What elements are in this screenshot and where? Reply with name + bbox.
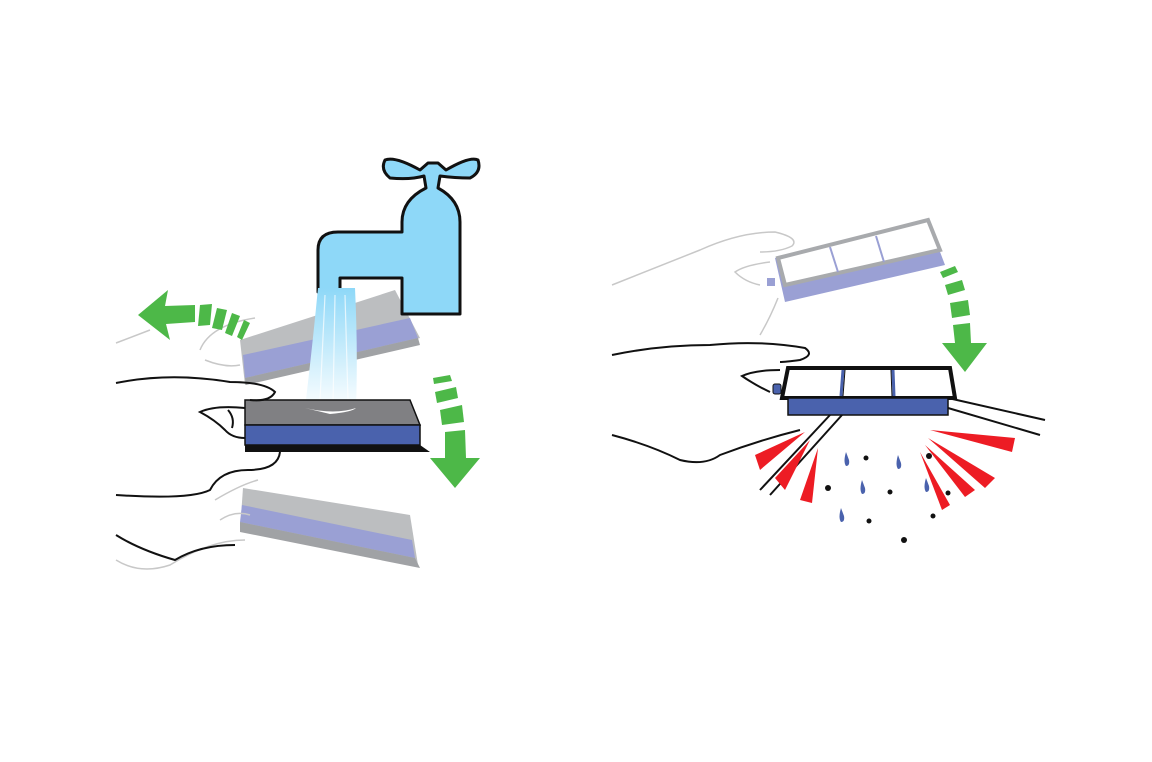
water-stream <box>305 288 357 412</box>
dust-particles <box>825 453 951 543</box>
ghost-filter-lower <box>240 488 420 568</box>
arrow-down-icon <box>940 266 987 372</box>
arrow-down-icon <box>430 375 480 488</box>
water-drops <box>839 452 930 522</box>
hand-outline <box>115 376 281 562</box>
impact-rays <box>755 430 1015 510</box>
right-panel <box>611 217 1046 543</box>
hand-outline <box>611 342 1046 496</box>
arrow-left-icon <box>138 290 250 340</box>
ghost-filter <box>767 217 945 302</box>
left-panel <box>115 157 481 570</box>
ghost-hand-lines <box>611 231 795 336</box>
filter-sponge <box>244 399 430 452</box>
ghost-hand-lines <box>115 317 259 570</box>
filter-cartridge <box>772 366 958 416</box>
faucet-icon <box>316 157 481 316</box>
